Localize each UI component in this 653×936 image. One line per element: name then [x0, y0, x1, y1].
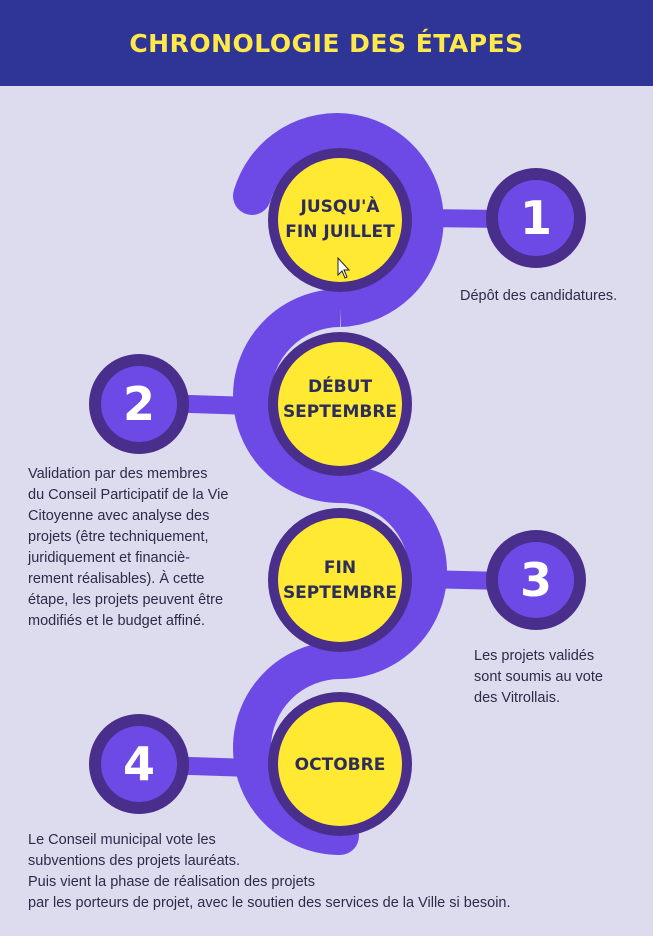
step-3: FIN SEPTEMBRE 3 [268, 508, 586, 652]
step-3-description: Les projets validés sont soumis au vote … [474, 648, 603, 706]
band-segment-1 [233, 113, 444, 327]
number-1: 1 [520, 191, 552, 245]
step-2: DÉBUT SEPTEMBRE 2 [89, 332, 412, 476]
step-4-label-line1: OCTOBRE [295, 755, 386, 775]
step-4-description: Le Conseil municipal vote les subvention… [28, 832, 511, 911]
number-3-circle [498, 542, 574, 618]
number-4-circle [101, 726, 177, 802]
timeline-diagram: JUSQU'À FIN JUILLET 1 DÉBUT SEPTEMBRE 2 … [89, 113, 586, 855]
step-4-circle [278, 702, 402, 826]
step-2-description: Validation par des membres du Conseil Pa… [28, 466, 229, 629]
step-1-label-line2: FIN JUILLET [285, 222, 395, 242]
step-3-circle [278, 518, 402, 642]
number-3: 3 [520, 553, 552, 607]
step-2-label-line1: DÉBUT [308, 375, 372, 397]
page-title: CHRONOLOGIE DES ÉTAPES [129, 28, 524, 58]
step-1-description: Dépôt des candidatures. [460, 288, 618, 304]
number-2: 2 [123, 377, 155, 431]
header-banner: CHRONOLOGIE DES ÉTAPES [0, 0, 653, 86]
step-1-label-line1: JUSQU'À [300, 195, 381, 217]
number-1-circle [498, 180, 574, 256]
mouse-cursor-icon [337, 256, 351, 279]
number-4: 4 [123, 737, 155, 791]
band-start-cap [233, 177, 271, 215]
step-1: JUSQU'À FIN JUILLET 1 [268, 148, 586, 292]
band-segment-2 [233, 289, 341, 503]
step-1-circle [278, 158, 402, 282]
band-segment-4 [233, 641, 341, 855]
number-2-circle [101, 366, 177, 442]
step-2-circle [278, 342, 402, 466]
step-2-label-line2: SEPTEMBRE [283, 402, 397, 422]
step-3-label-line1: FIN [324, 558, 356, 578]
step-3-label-line2: SEPTEMBRE [283, 583, 397, 603]
step-4: OCTOBRE 4 [89, 692, 412, 836]
